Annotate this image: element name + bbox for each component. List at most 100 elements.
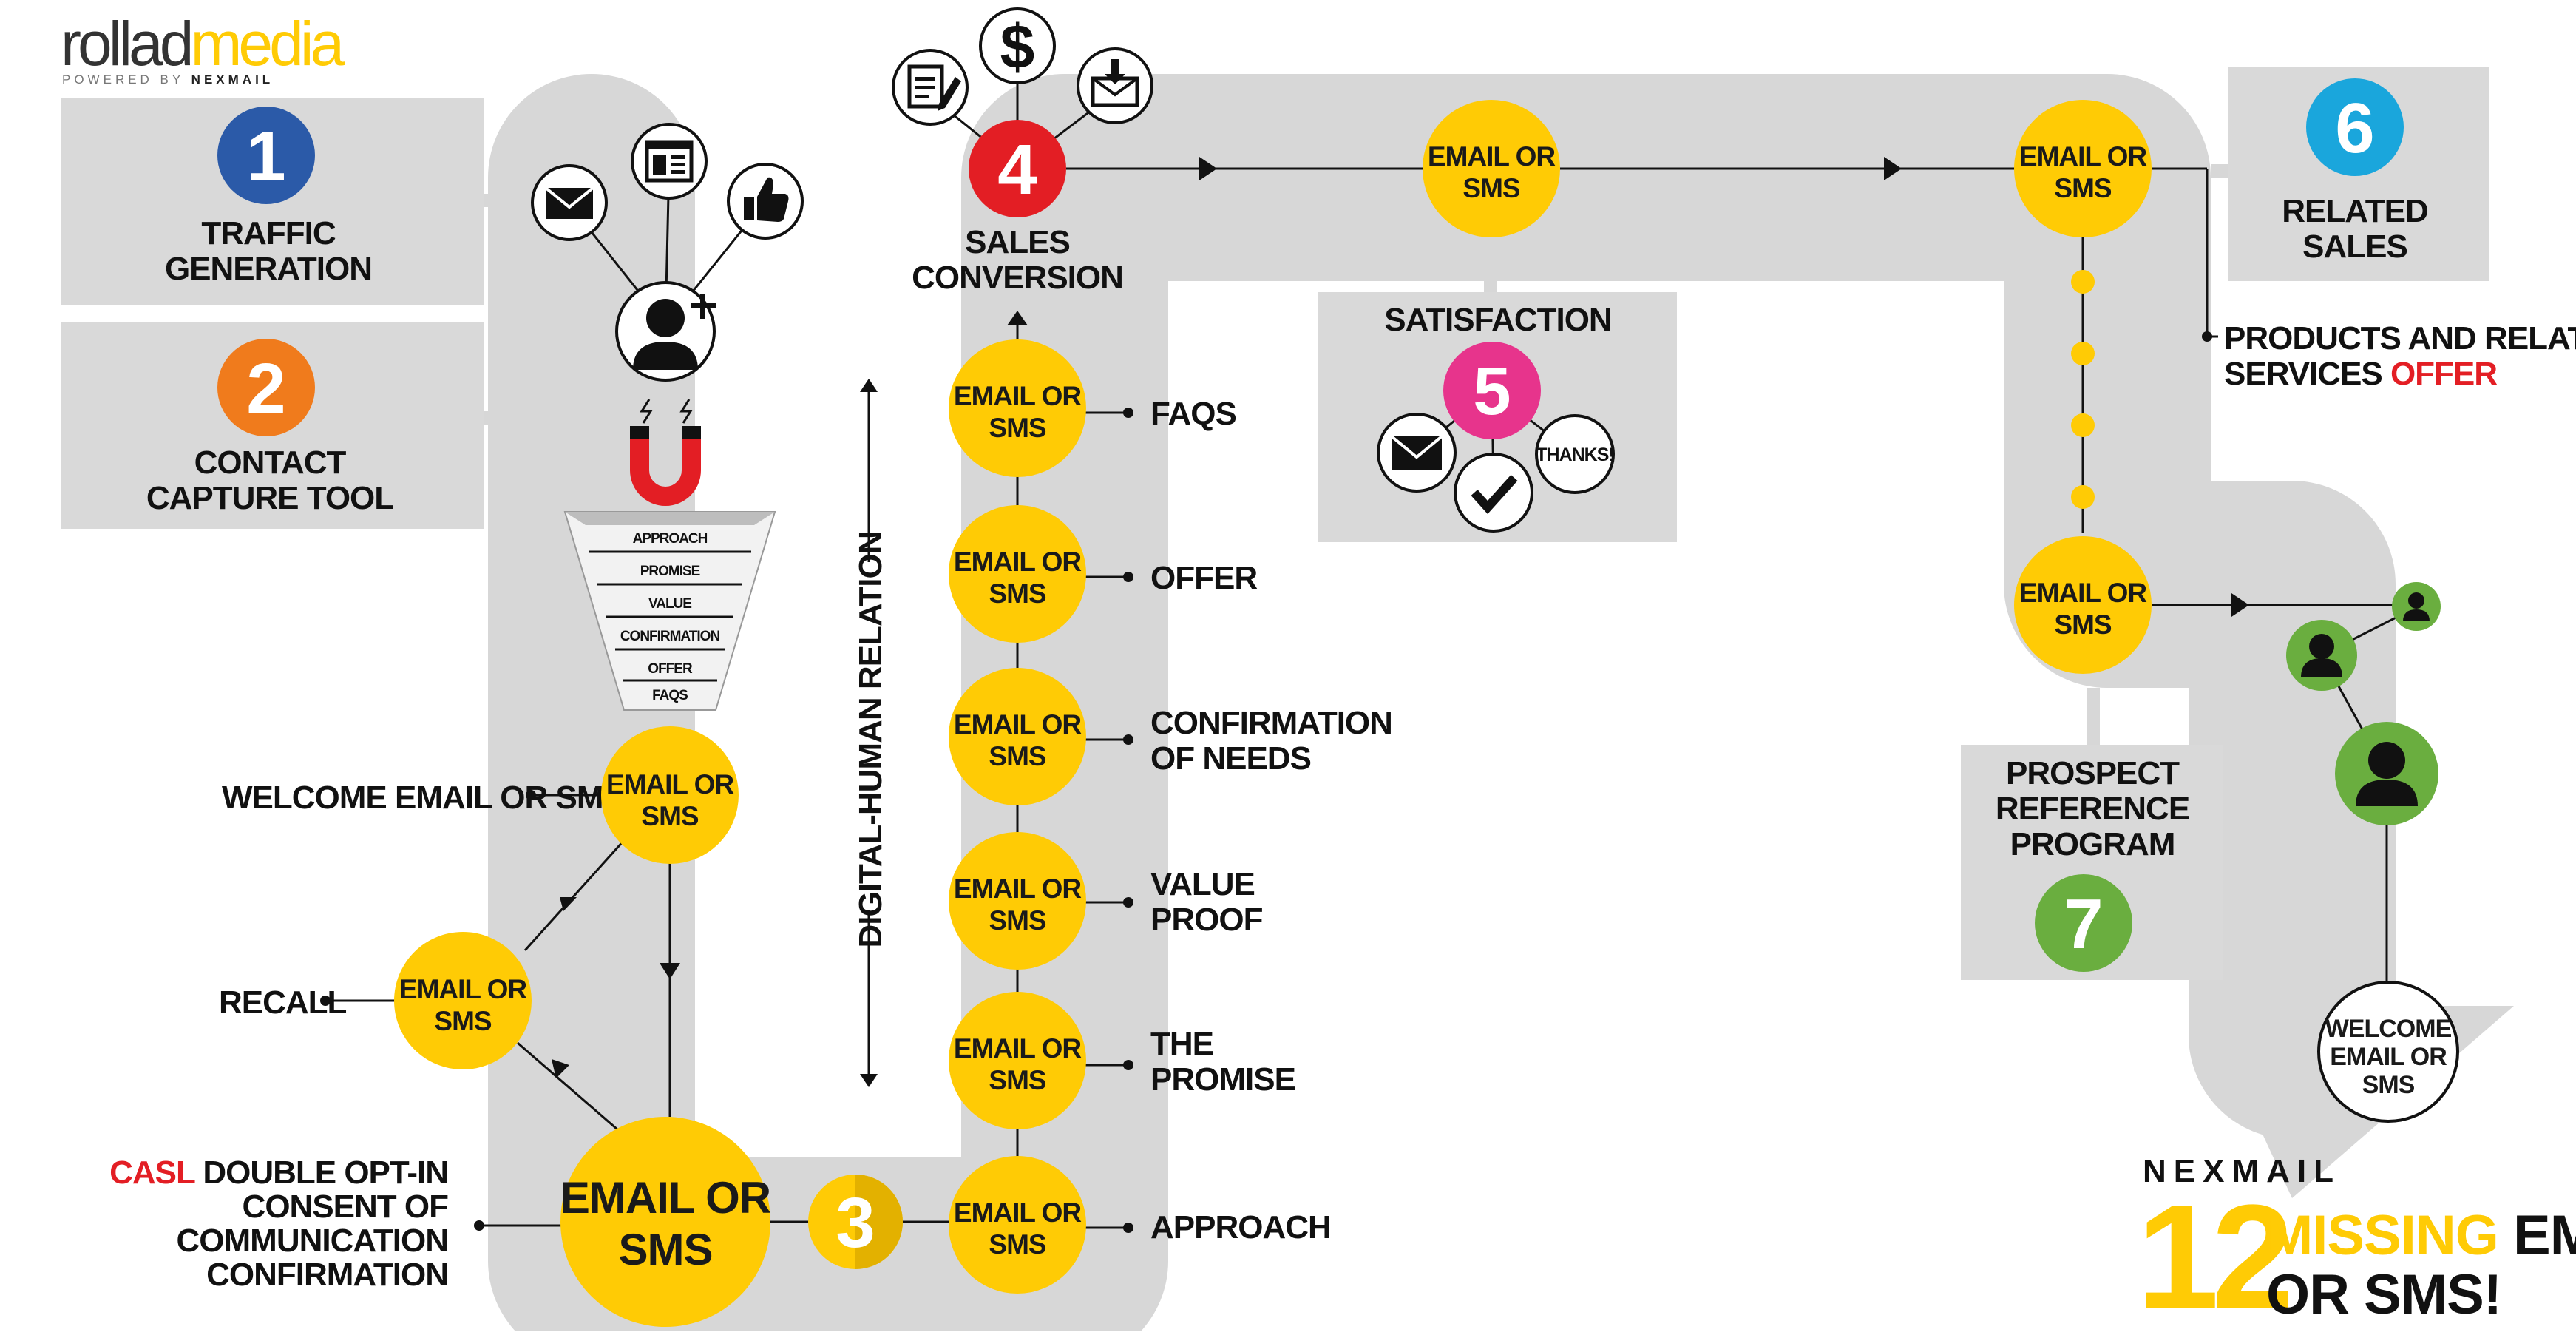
step1-number: 1 <box>246 117 285 196</box>
svg-text:EMAIL OR: EMAIL OR <box>954 1197 1081 1228</box>
user-icon <box>2392 582 2441 631</box>
user-plus-icon <box>615 281 716 382</box>
promise-label-2: PROMISE <box>1150 1061 1295 1098</box>
path-spur-7 <box>2087 688 2100 747</box>
logo-text: rolladmedia <box>61 9 345 78</box>
dollar-icon: $ <box>979 7 1056 84</box>
svg-text:SMS: SMS <box>2054 173 2112 203</box>
rolladmedia-logo: rolladmedia POWERED BY NEXMAIL <box>61 9 349 87</box>
products-label-2: SERVICES OFFER <box>2224 356 2497 392</box>
thanks-bubble: THANKS! <box>1535 414 1615 494</box>
welcome-bottom-node: WELCOME EMAIL OR SMS <box>2317 981 2459 1123</box>
thanks-text: THANKS! <box>1536 445 1614 465</box>
approach-node: EMAIL OR SMS <box>949 1156 1086 1294</box>
svg-text:SMS: SMS <box>618 1225 712 1274</box>
products-label-1: PRODUCTS AND RELATED <box>2224 320 2576 356</box>
faqs-node: EMAIL OR SMS <box>949 339 1086 477</box>
funnel: APPROACH PROMISE VALUE CONFIRMATION OFFE… <box>563 511 776 711</box>
path-spur-2 <box>481 411 540 425</box>
confirmation-label-1: CONFIRMATION <box>1150 705 1392 741</box>
step6-circle <box>2306 78 2404 176</box>
funnel-level-5: OFFER <box>648 661 693 677</box>
inbox-download-icon <box>1077 47 1153 124</box>
step2-title-1: CONTACT <box>194 445 347 481</box>
step6-title-2: SALES <box>2302 229 2407 265</box>
funnel-level-4: CONFIRMATION <box>620 629 720 644</box>
svg-text:SMS: SMS <box>2362 1071 2415 1099</box>
step6-title-1: RELATED <box>2282 193 2428 229</box>
svg-text:EMAIL OR: EMAIL OR <box>954 1033 1081 1064</box>
casl-label-3: COMMUNICATION <box>177 1223 448 1259</box>
digital-human-relation: DIGITAL-HUMAN RELATION <box>853 379 889 1087</box>
step5-circle <box>1443 342 1541 439</box>
step7-title-2: REFERENCE <box>1996 791 2189 827</box>
svg-text:EMAIL OR: EMAIL OR <box>2019 578 2146 608</box>
step7-circle <box>2035 874 2132 972</box>
value-label-2: PROOF <box>1150 902 1263 938</box>
svg-text:SMS: SMS <box>434 1006 492 1036</box>
path-spur-1 <box>481 194 540 207</box>
step2-number: 2 <box>246 349 285 428</box>
confirmation-node: EMAIL OR SMS <box>949 668 1086 805</box>
svg-text:EMAIL OR: EMAIL OR <box>1428 141 1555 172</box>
step4-title-1: SALES <box>965 224 1070 260</box>
logo-tagline: POWERED BY NEXMAIL <box>62 72 274 87</box>
svg-text:SMS: SMS <box>989 741 1046 771</box>
svg-text:EMAIL OR: EMAIL OR <box>954 873 1081 904</box>
step7-title-1: PROSPECT <box>2006 755 2180 791</box>
welcome-email-node: EMAIL OR SMS <box>601 726 739 864</box>
step4-title-2: CONVERSION <box>912 260 1123 296</box>
faqs-label: FAQS <box>1150 396 1236 432</box>
svg-text:EMAIL OR: EMAIL OR <box>2330 1043 2447 1071</box>
svg-text:SMS: SMS <box>989 413 1046 443</box>
checkmark-icon <box>1454 453 1533 533</box>
digital-human-label: DIGITAL-HUMAN RELATION <box>853 532 889 948</box>
funnel-level-2: PROMISE <box>640 564 700 579</box>
casl-label-1: CASL DOUBLE OPT-IN <box>109 1155 448 1191</box>
user-icon <box>2335 722 2438 825</box>
envelope-icon <box>1377 413 1457 493</box>
welcome-label: WELCOME EMAIL OR SMS <box>222 780 624 816</box>
user-icon <box>2286 620 2357 691</box>
step1-circle <box>217 107 315 204</box>
step2-circle <box>217 339 315 436</box>
document-edit-icon <box>892 49 969 126</box>
step2-title-2: CAPTURE TOOL <box>146 480 393 516</box>
promise-label-1: THE <box>1150 1026 1213 1062</box>
magnet-icon <box>630 399 701 506</box>
reference-email-node: EMAIL OR SMS <box>2014 536 2152 674</box>
web-page-icon <box>631 123 708 200</box>
svg-text:SMS: SMS <box>2054 609 2112 640</box>
recall-email-node: EMAIL OR SMS <box>394 932 532 1069</box>
svg-text:WELCOME: WELCOME <box>2325 1015 2452 1043</box>
step3-number: 3 <box>835 1183 875 1263</box>
tagline-line-2: OR SMS! <box>2266 1263 2501 1326</box>
value-node: EMAIL OR SMS <box>949 832 1086 970</box>
tagline-number: 12 <box>2137 1175 2288 1331</box>
funnel-level-3: VALUE <box>648 596 691 612</box>
svg-text:EMAIL OR: EMAIL OR <box>954 547 1081 577</box>
related-sales-email-node: EMAIL OR SMS <box>2014 100 2152 237</box>
svg-text:EMAIL OR: EMAIL OR <box>399 974 526 1004</box>
promise-node: EMAIL OR SMS <box>949 992 1086 1129</box>
thumbs-up-icon <box>727 163 804 240</box>
offer-label: OFFER <box>1150 560 1257 596</box>
svg-text:EMAIL OR: EMAIL OR <box>606 769 733 800</box>
approach-label: APPROACH <box>1150 1209 1331 1246</box>
casl-label-4: CONFIRMATION <box>206 1257 448 1293</box>
nexmail-footer-logo: NEXMAIL <box>2143 1153 2341 1189</box>
funnel-level-1: APPROACH <box>633 531 708 547</box>
step3-node: 3 <box>808 1175 903 1269</box>
step7-number: 7 <box>2064 885 2103 964</box>
svg-text:SMS: SMS <box>989 1229 1046 1260</box>
envelope-icon <box>531 164 608 241</box>
funnel-level-6: FAQS <box>652 688 688 703</box>
step7-title-3: PROGRAM <box>2010 826 2175 862</box>
step4-number: 4 <box>997 130 1037 209</box>
svg-text:EMAIL OR: EMAIL OR <box>560 1173 771 1223</box>
step4-icons: $ <box>892 7 1153 168</box>
svg-text:$: $ <box>1000 12 1035 81</box>
confirmation-label-2: OF NEEDS <box>1150 740 1311 777</box>
step1-title-1: TRAFFIC <box>201 215 335 251</box>
